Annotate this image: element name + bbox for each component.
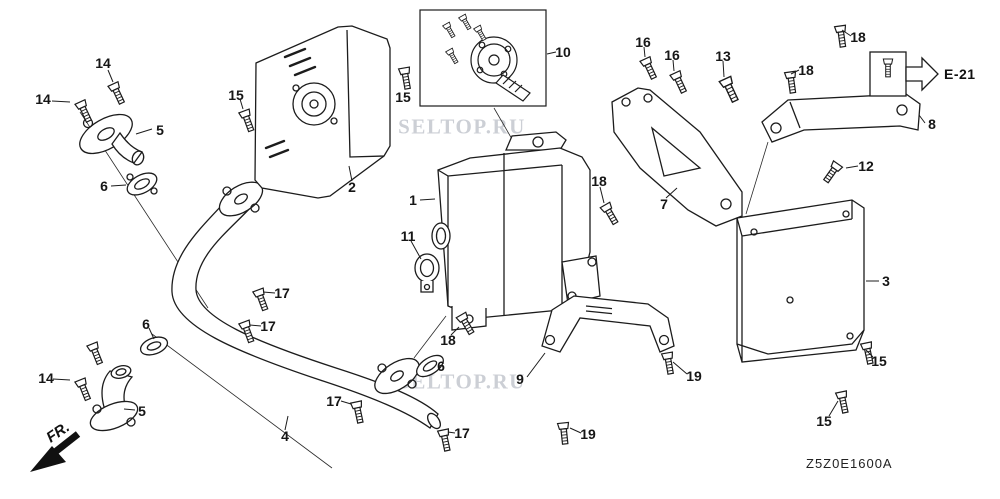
part-callout: 9 xyxy=(516,371,524,387)
part-callout: 15 xyxy=(228,87,244,103)
part-callout: 16 xyxy=(635,34,651,50)
diagram-code: Z5Z0E1600A xyxy=(806,456,893,471)
pipe-end-gasket-drawing xyxy=(416,354,444,378)
part-callout: 18 xyxy=(591,173,607,189)
bolt-icon xyxy=(238,108,257,134)
part-callout: 4 xyxy=(281,428,289,444)
bolt-icon xyxy=(556,421,572,446)
part-callout: 19 xyxy=(686,368,702,384)
part-callout: 13 xyxy=(715,48,731,64)
part-callout: 3 xyxy=(882,273,890,289)
part-callout: 14 xyxy=(35,91,51,107)
bolt-icon xyxy=(599,201,621,227)
part-callout: 6 xyxy=(437,358,445,374)
part-callout: 17 xyxy=(326,393,342,409)
lower-bracket-drawing xyxy=(541,295,675,353)
muffler-cover-drawing xyxy=(254,25,391,199)
muffler-protector-drawing xyxy=(736,199,865,363)
part-callout: 14 xyxy=(38,370,54,386)
part-callout: 6 xyxy=(142,316,150,332)
bolt-icon xyxy=(669,70,690,95)
part-callout: 15 xyxy=(816,413,832,429)
part-callout: 5 xyxy=(138,403,146,419)
e21-reference-label[interactable]: E-21 xyxy=(944,66,976,82)
bolt-icon xyxy=(252,287,271,313)
bolt-icon xyxy=(86,341,106,367)
part-callout: 7 xyxy=(660,196,668,212)
e21-reference-arrow[interactable] xyxy=(869,51,939,97)
pipe-gasket-mid-drawing xyxy=(139,336,169,356)
outlet-elbow-drawing xyxy=(89,365,139,432)
part-callout: 15 xyxy=(871,353,887,369)
part-callout: 18 xyxy=(850,29,866,45)
bolt-icon xyxy=(397,66,414,91)
pipe-clamp-drawing xyxy=(414,253,440,293)
bolt-icon xyxy=(833,24,849,49)
side-bracket-drawing xyxy=(611,87,743,227)
part-callout: 17 xyxy=(260,318,276,334)
part-callout: 19 xyxy=(580,426,596,442)
bolt-icon xyxy=(639,56,660,81)
part-callout: 10 xyxy=(555,44,571,60)
bolt-icon xyxy=(783,70,799,95)
exhaust-gasket-drawing xyxy=(126,172,158,196)
bolt-icon xyxy=(820,160,844,185)
part-callout: 6 xyxy=(100,178,108,194)
bolt-icon xyxy=(107,81,128,106)
front-direction-arrow xyxy=(30,431,81,472)
leader-lines xyxy=(51,29,926,434)
part-callout: 1 xyxy=(409,192,417,208)
part-callout: 18 xyxy=(798,62,814,78)
part-callout: 17 xyxy=(454,425,470,441)
bolt-icon xyxy=(718,75,742,105)
exhaust-pipe-drawing xyxy=(171,181,442,430)
part-callout: 16 xyxy=(664,47,680,63)
inlet-flange-drawing xyxy=(79,113,145,166)
part-callout: 14 xyxy=(95,55,111,71)
pipe-guard-kit-drawing xyxy=(419,9,547,107)
part-callout: 18 xyxy=(440,332,456,348)
part-callout: 15 xyxy=(395,89,411,105)
part-callout: 2 xyxy=(348,179,356,195)
pipe-end-flange-drawing xyxy=(374,357,420,395)
watermark-text: SELTOP.RU xyxy=(398,114,526,139)
part-callout: 5 xyxy=(156,122,164,138)
alignment-lines xyxy=(79,107,769,469)
part-callout: 11 xyxy=(400,228,416,244)
bolt-icon xyxy=(74,377,94,403)
bolt-icon xyxy=(835,390,852,415)
part-callout: 17 xyxy=(274,285,290,301)
part-callout: 8 xyxy=(928,116,936,132)
part-callout: 12 xyxy=(858,158,874,174)
upper-bracket-drawing xyxy=(761,93,921,143)
bolt-icon xyxy=(350,400,367,425)
